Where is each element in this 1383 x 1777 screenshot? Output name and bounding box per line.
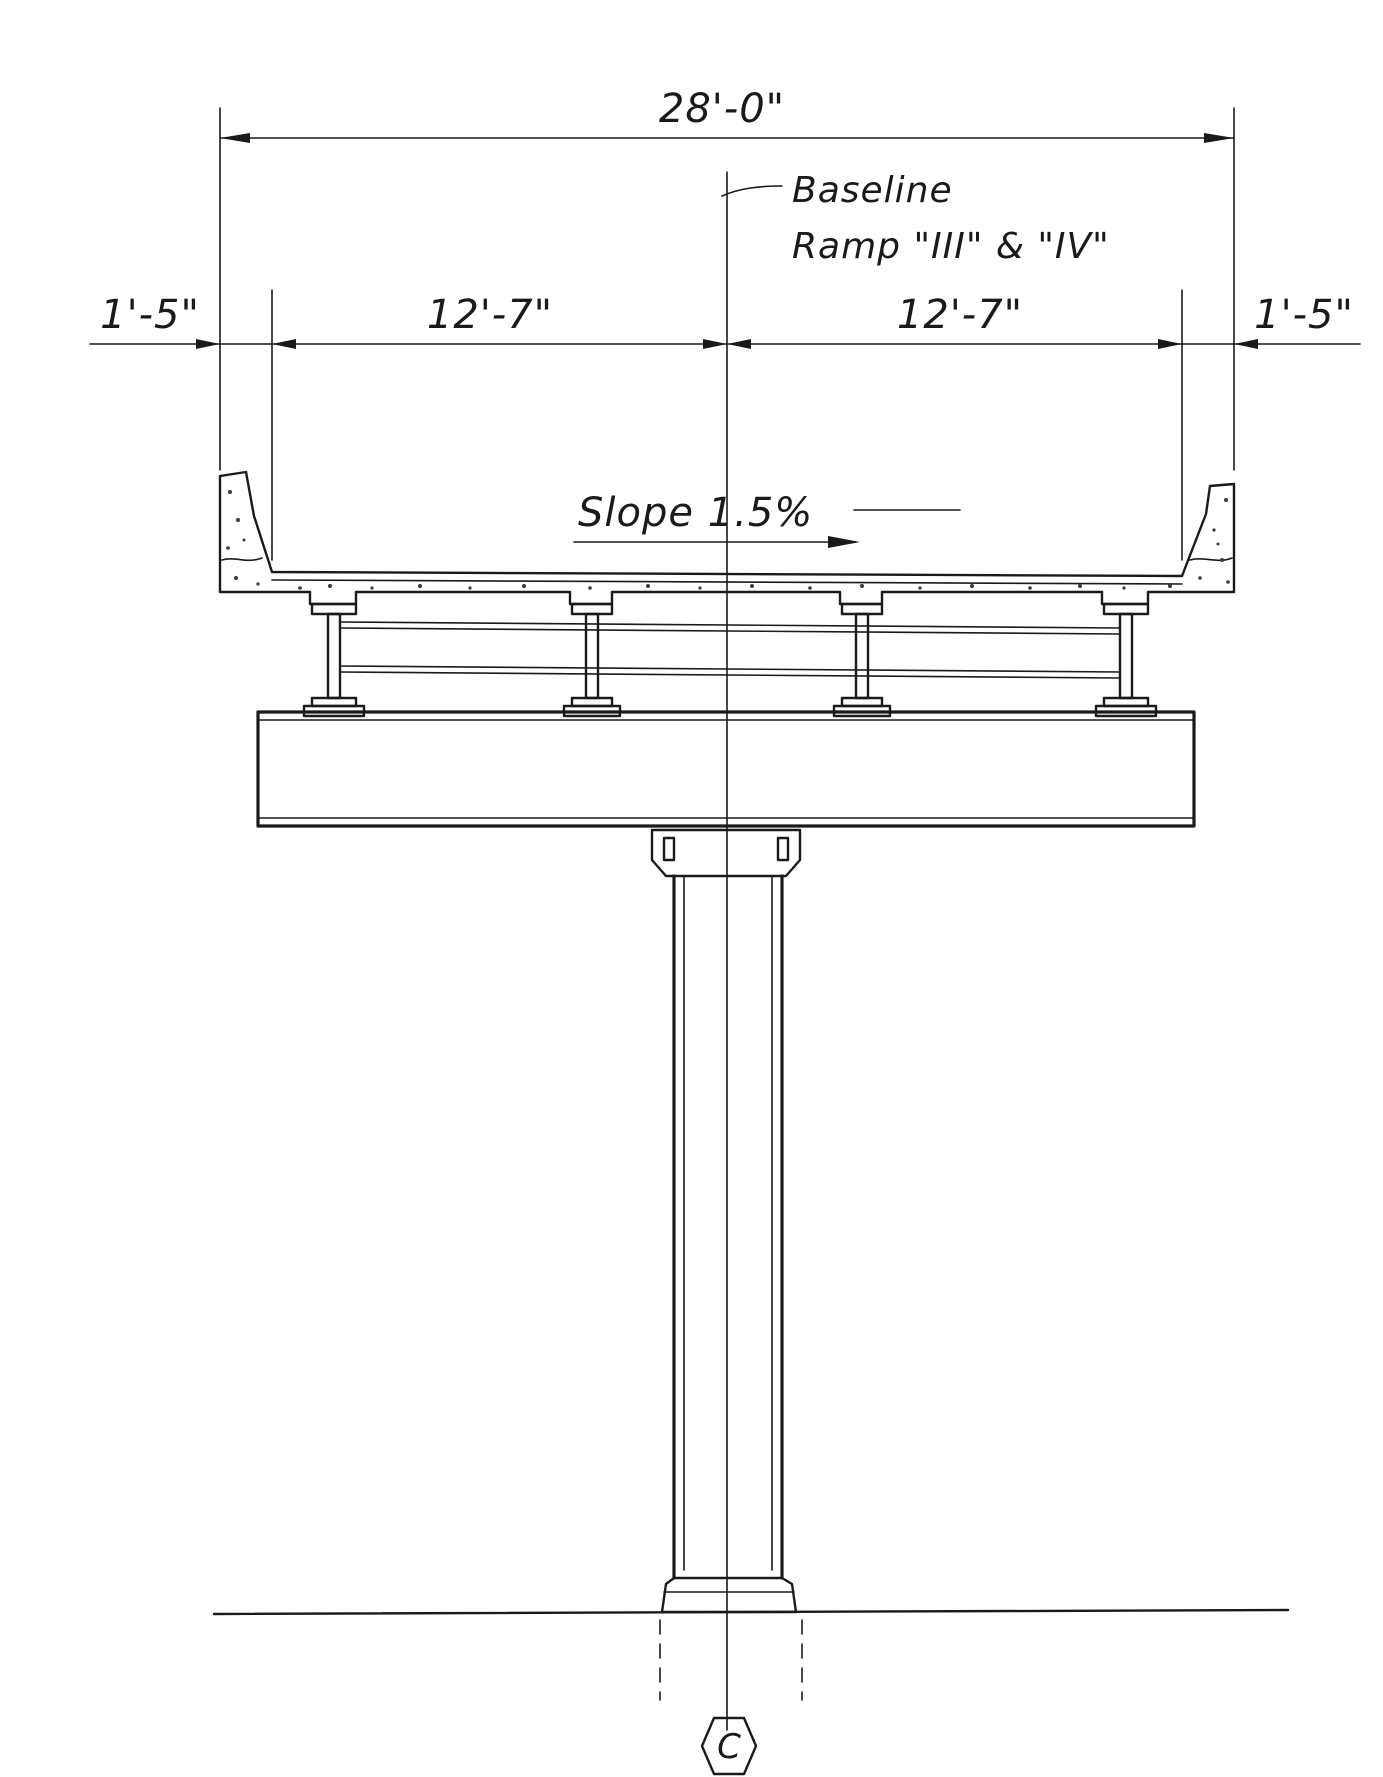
girder-top-flange <box>1102 602 1150 616</box>
concrete-stipple <box>226 490 1230 590</box>
diaphragm-line-lower <box>339 671 1121 679</box>
arrowhead-left <box>220 133 250 143</box>
girder <box>302 602 366 718</box>
column-capital <box>650 828 802 878</box>
girder-web <box>1118 612 1134 700</box>
arrowhead <box>196 339 220 349</box>
slope-arrowhead <box>828 536 860 548</box>
section-tag-hexagon <box>700 1716 758 1776</box>
girder-top-flange <box>570 602 614 616</box>
left-lane-label: 12'-7" <box>427 292 553 338</box>
arrowhead-right <box>1204 133 1234 143</box>
overall-dimension: 28'-0" <box>219 86 1235 471</box>
baseline-leader <box>721 185 783 197</box>
diaphragm-line-lower <box>339 665 1121 673</box>
girder-web <box>584 612 600 700</box>
ground <box>212 1608 1290 1701</box>
capital-bracket <box>662 836 676 862</box>
girder-top-flange <box>310 602 358 616</box>
diaphragm-line-upper <box>339 621 1121 629</box>
arrowhead <box>703 339 727 349</box>
arrowhead <box>272 339 296 349</box>
deck-slab-outline <box>218 470 1236 606</box>
pier-column <box>650 828 802 1614</box>
section-tag: C <box>700 1716 758 1776</box>
arrowhead <box>1158 339 1182 349</box>
right-lane-label: 12'-7" <box>897 292 1023 338</box>
slope-annotation: Slope 1.5% <box>573 490 961 548</box>
baseline-note-line2: Ramp "III" & "IV" <box>792 226 1110 267</box>
left-overhang-label: 1'-5" <box>100 292 200 338</box>
ground-line <box>212 1608 1290 1616</box>
lane-dimensions: 1'-5" 12'-7" 12'-7" 1'-5" <box>89 289 1361 561</box>
girder <box>562 602 622 718</box>
left-barrier-joint <box>221 557 263 562</box>
girder-web <box>326 612 342 700</box>
capital-bracket <box>776 836 790 862</box>
girder <box>1094 602 1158 718</box>
girder-top-flange <box>840 602 884 616</box>
baseline-note: Baseline Ramp "III" & "IV" <box>721 170 1110 267</box>
girder <box>832 602 892 718</box>
girders <box>302 602 1158 718</box>
pier-cap-outline <box>256 710 1196 828</box>
arrowhead <box>1234 339 1258 349</box>
section-tag-label: C <box>717 1727 741 1767</box>
column-footing-plinth <box>660 1576 798 1614</box>
right-overhang-label: 1'-5" <box>1254 292 1354 338</box>
arrowhead <box>727 339 751 349</box>
slope-label: Slope 1.5% <box>578 490 813 536</box>
baseline-note-line1: Baseline <box>792 170 953 211</box>
overall-dimension-label: 28'-0" <box>659 86 785 132</box>
right-barrier-joint <box>1189 557 1233 562</box>
pier-cap <box>256 710 1196 828</box>
diaphragm-line-upper <box>339 627 1121 635</box>
